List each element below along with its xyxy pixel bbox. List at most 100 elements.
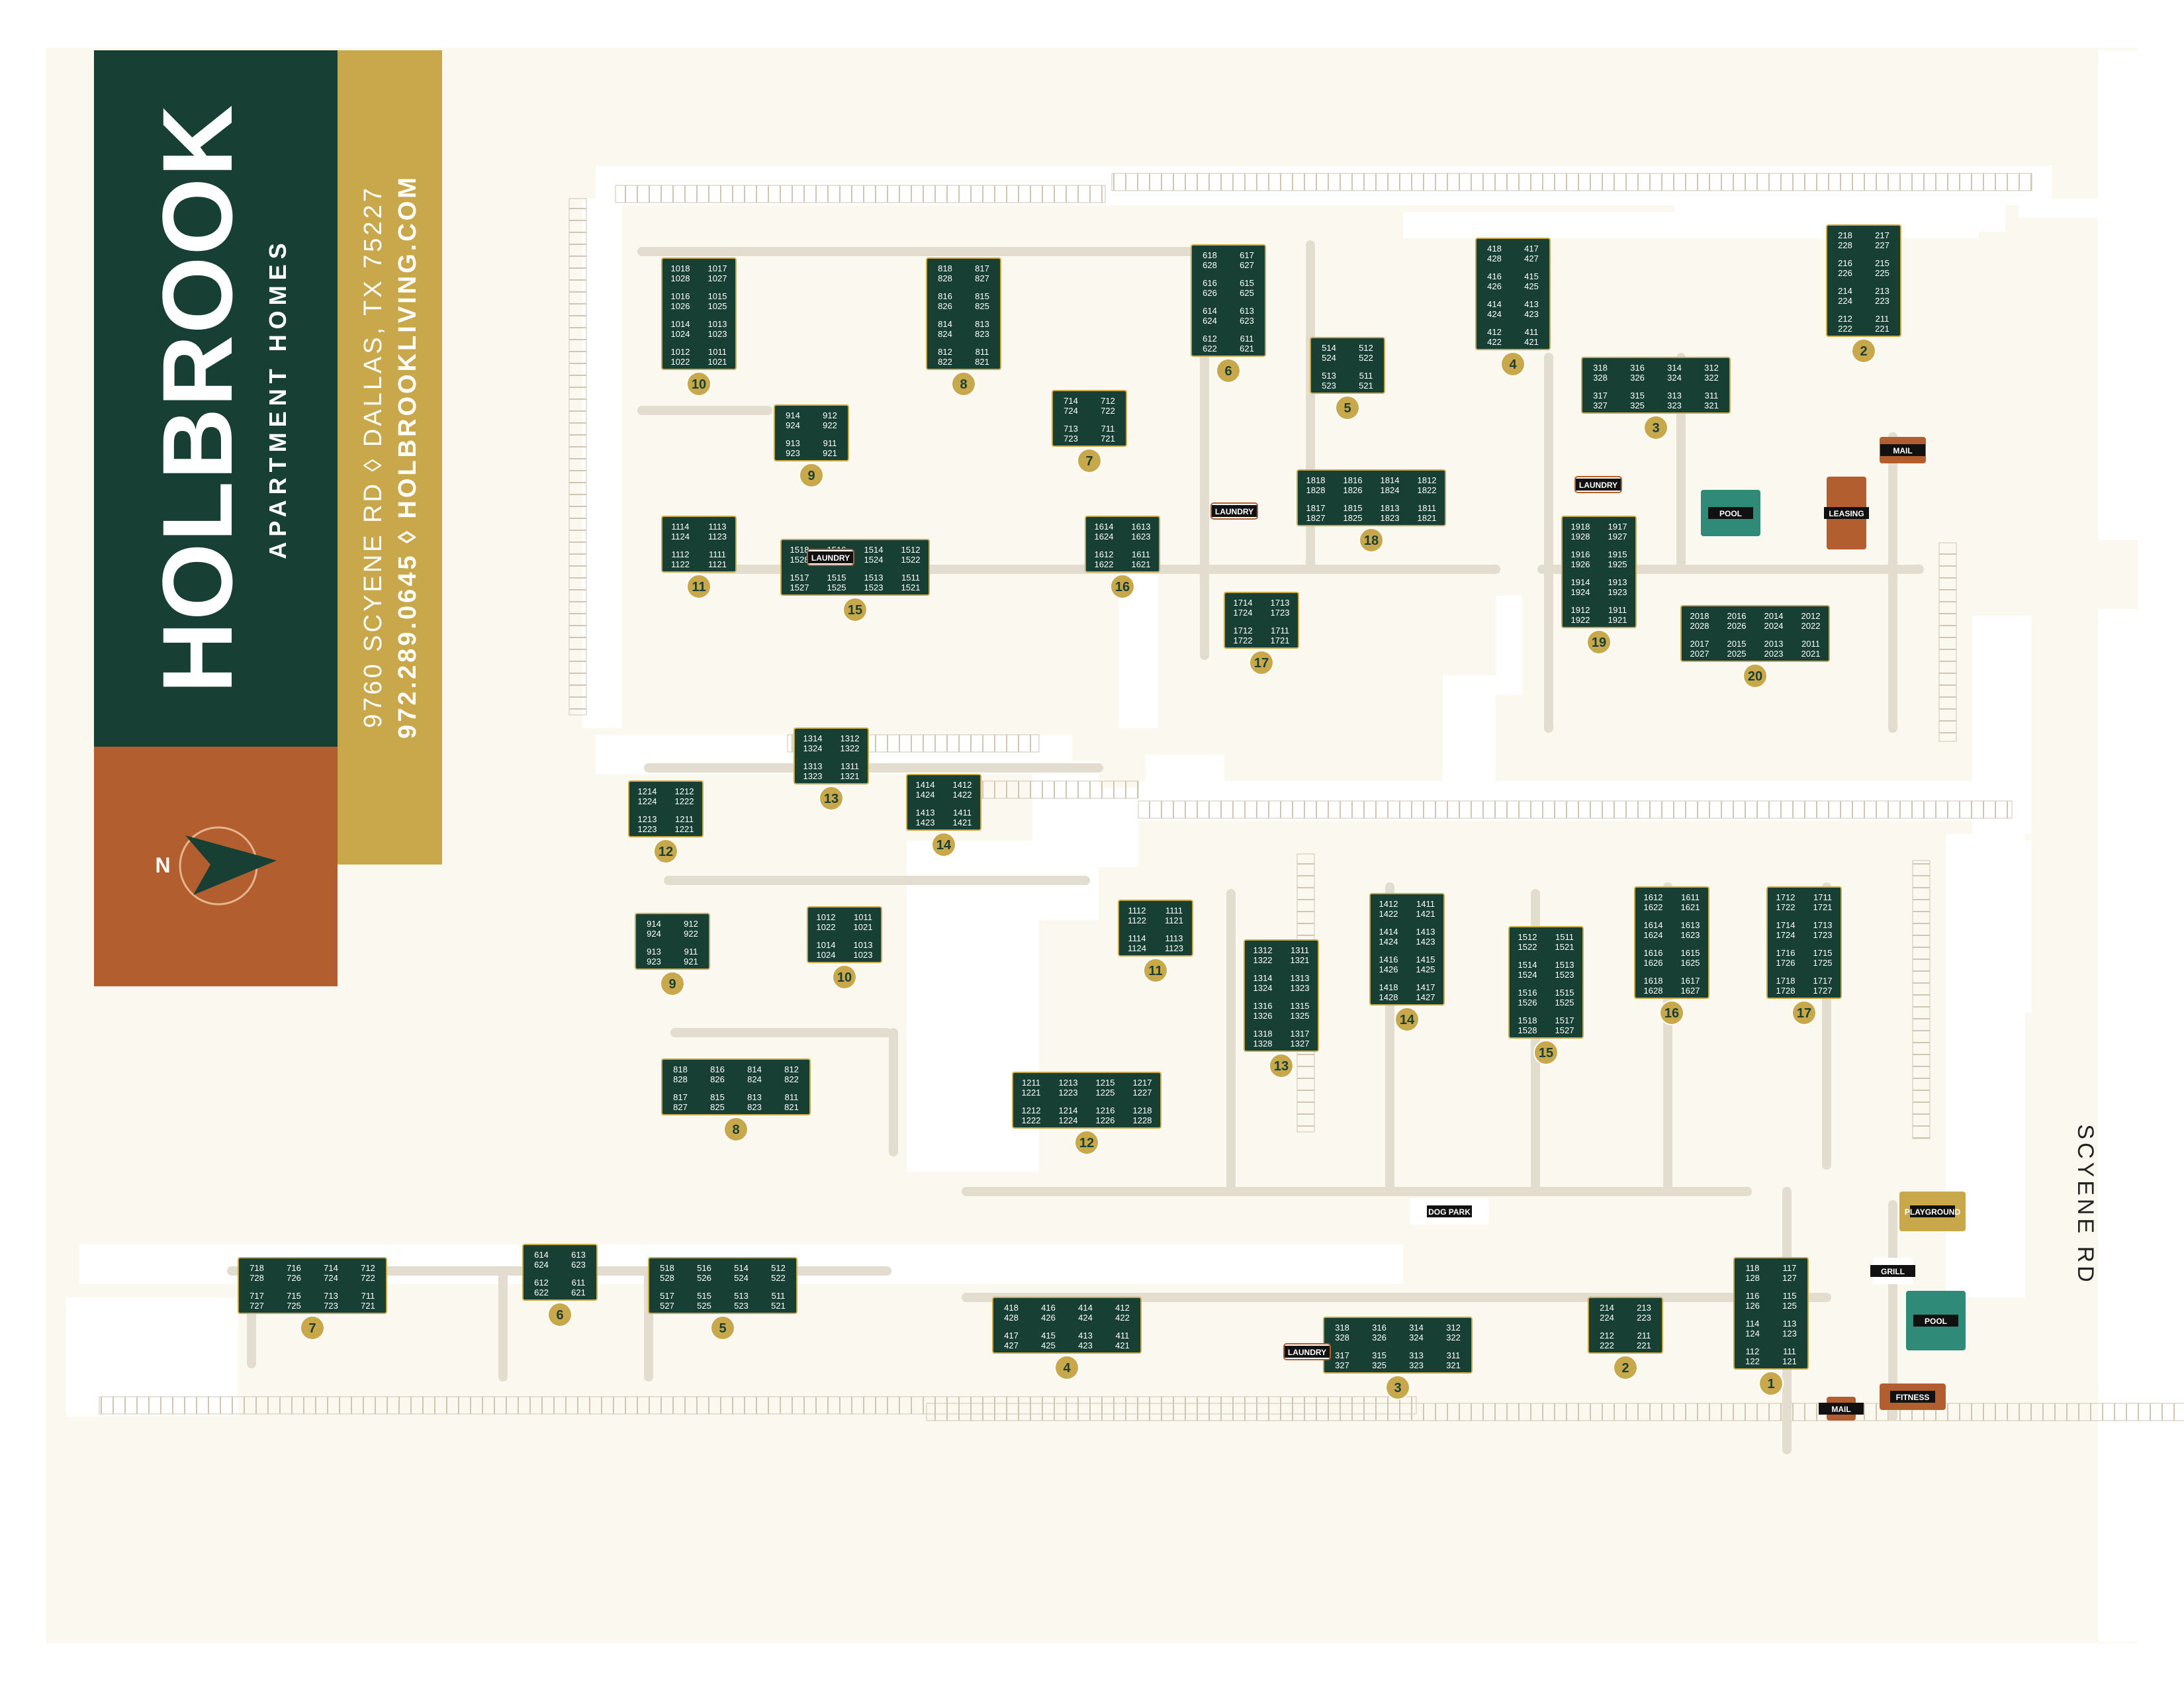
- building-number-badge[interactable]: [1216, 358, 1241, 383]
- building-number-badge[interactable]: [300, 1315, 325, 1340]
- amenity-fitness[interactable]: FITNESS: [1880, 1383, 1946, 1410]
- building-number-badge[interactable]: [1500, 352, 1525, 377]
- building-number-badge[interactable]: [931, 832, 956, 857]
- building-number-badge[interactable]: [1394, 1007, 1420, 1032]
- amenity-pool[interactable]: POOL: [1906, 1291, 1966, 1350]
- building-number-badge[interactable]: [1613, 1355, 1638, 1380]
- building-number-badge[interactable]: [951, 371, 976, 397]
- building-number-badge[interactable]: [547, 1302, 572, 1327]
- amenity-leasing[interactable]: LEASING: [1824, 477, 1869, 549]
- building-number-badge[interactable]: [799, 463, 824, 488]
- building-number-badge[interactable]: [1533, 1040, 1559, 1065]
- amenity-mail[interactable]: MAIL: [1819, 1397, 1864, 1421]
- amenity-pool[interactable]: POOL: [1701, 490, 1760, 536]
- amenity-mail[interactable]: MAIL: [1880, 437, 1926, 463]
- building-number-badge[interactable]: [1110, 574, 1135, 599]
